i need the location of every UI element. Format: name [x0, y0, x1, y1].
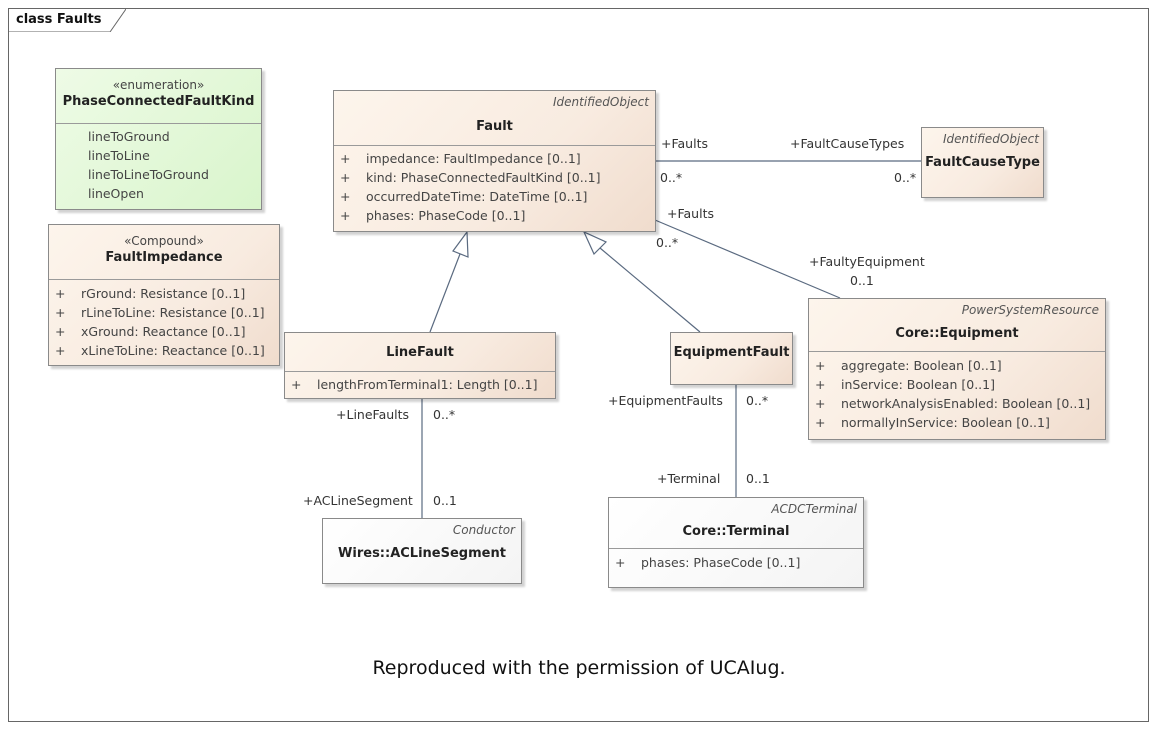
attribute-row: +aggregate: Boolean [0..1] — [815, 358, 1002, 373]
attribute-row: +rLineToLine: Resistance [0..1] — [55, 305, 265, 320]
class-fault-impedance[interactable]: «Compound» FaultImpedance +rGround: Resi… — [48, 224, 280, 366]
attribute-row: +impedance: FaultImpedance [0..1] — [340, 151, 581, 166]
enum-literal: lineToGround — [88, 129, 170, 144]
multiplicity-label: 0..1 — [433, 493, 457, 508]
class-equipment-fault[interactable]: EquipmentFault — [670, 332, 793, 385]
attribute-row: +kind: PhaseConnectedFaultKind [0..1] — [340, 170, 601, 185]
parent-class-label: IdentifiedObject — [552, 95, 649, 109]
parent-class-label: PowerSystemResource — [961, 303, 1099, 317]
frame-tab — [8, 8, 126, 32]
class-phase-connected-fault-kind[interactable]: «enumeration» PhaseConnectedFaultKind li… — [55, 68, 262, 210]
stereotype-label: «enumeration» — [112, 78, 205, 92]
multiplicity-label: 0..* — [746, 393, 769, 408]
attribute-row: +xLineToLine: Reactance [0..1] — [55, 343, 265, 358]
enum-literal: lineToLine — [88, 148, 150, 163]
attribute-row: +inService: Boolean [0..1] — [815, 377, 995, 392]
class-line-fault[interactable]: LineFault +lengthFromTerminal1: Length [… — [284, 332, 556, 399]
multiplicity-label: 0..* — [894, 170, 917, 185]
class-fault[interactable]: IdentifiedObject Fault +impedance: Fault… — [333, 90, 656, 232]
role-label: +LineFaults — [336, 407, 410, 422]
parent-class-label: ACDCTerminal — [771, 502, 857, 516]
attribute-row: +rGround: Resistance [0..1] — [55, 286, 246, 301]
attribute-row: +occurredDateTime: DateTime [0..1] — [340, 189, 588, 204]
generalization-arrow-linefault — [452, 230, 469, 258]
enum-literal: lineToLineToGround — [88, 167, 209, 182]
multiplicity-label: 0..* — [433, 407, 456, 422]
class-name: Core::Equipment — [895, 326, 1019, 341]
attribute-row: +phases: PhaseCode [0..1] — [615, 555, 801, 570]
role-label: +FaultCauseTypes — [790, 136, 905, 151]
class-core-equipment[interactable]: PowerSystemResource Core::Equipment +agg… — [808, 298, 1106, 440]
attribute-row: +normallyInService: Boolean [0..1] — [815, 415, 1050, 430]
role-label: +EquipmentFaults — [608, 393, 723, 408]
role-label: +Faults — [667, 206, 714, 221]
generalization-equipmentfault-fault — [599, 247, 701, 333]
class-name: PhaseConnectedFaultKind — [62, 94, 255, 109]
multiplicity-label: 0..1 — [746, 471, 770, 486]
enum-literal: lineOpen — [88, 186, 144, 201]
attribute-row: +lengthFromTerminal1: Length [0..1] — [291, 377, 538, 392]
assoc-fault-equipment — [654, 219, 841, 299]
role-label: +FaultyEquipment — [809, 254, 925, 269]
parent-class-label: Conductor — [452, 523, 515, 537]
class-name: Wires::ACLineSegment — [338, 546, 506, 561]
role-label: +Terminal — [657, 471, 721, 486]
frame-title: class Faults — [16, 12, 102, 27]
attribute-row: +xGround: Reactance [0..1] — [55, 324, 246, 339]
class-core-terminal[interactable]: ACDCTerminal Core::Terminal +phases: Pha… — [608, 497, 864, 588]
stereotype-label: «Compound» — [124, 234, 204, 248]
class-name: EquipmentFault — [673, 345, 790, 360]
class-wires-ac-line-segment[interactable]: Conductor Wires::ACLineSegment — [322, 518, 522, 584]
generalization-arrow-equipmentfault — [582, 230, 608, 256]
attribute-row: +phases: PhaseCode [0..1] — [340, 208, 526, 223]
multiplicity-label: 0..1 — [850, 273, 874, 288]
attribute-row: +networkAnalysisEnabled: Boolean [0..1] — [815, 396, 1091, 411]
parent-class-label: IdentifiedObject — [942, 132, 1039, 146]
role-label: +ACLineSegment — [303, 493, 413, 508]
class-fault-cause-type[interactable]: IdentifiedObject FaultCauseType — [921, 127, 1044, 198]
class-name: FaultImpedance — [105, 250, 223, 265]
diagram-frame — [8, 8, 1149, 722]
class-name: FaultCauseType — [925, 155, 1040, 170]
multiplicity-label: 0..* — [660, 170, 683, 185]
class-name: Core::Terminal — [682, 524, 790, 539]
caption: Reproduced with the permission of UCAIug… — [372, 657, 786, 679]
class-name: Fault — [476, 119, 513, 134]
generalization-linefault-fault — [429, 253, 461, 333]
class-name: LineFault — [386, 345, 454, 360]
multiplicity-label: 0..* — [656, 235, 679, 250]
role-label: +Faults — [661, 136, 708, 151]
